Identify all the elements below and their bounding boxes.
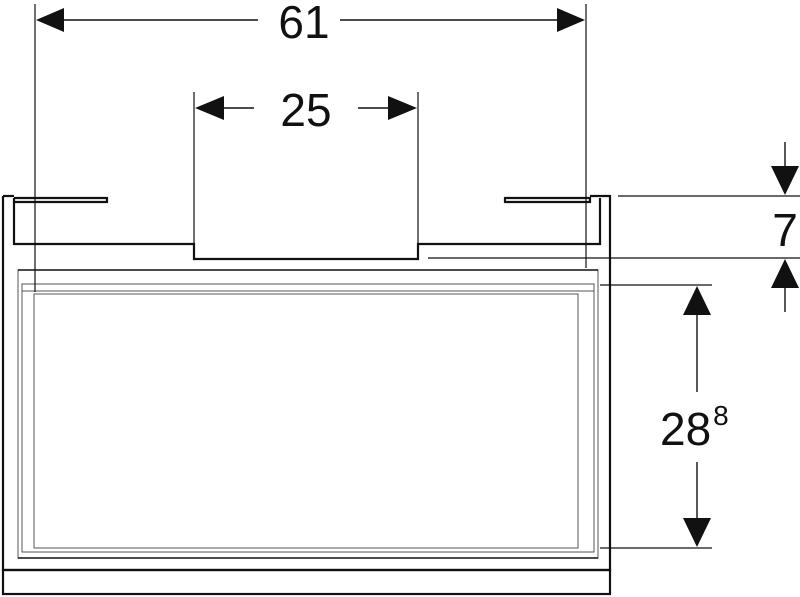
- drawer-front-outer: [21, 283, 595, 553]
- arrowhead-25-left: [195, 96, 224, 120]
- arrowhead-28-lower: [683, 518, 711, 547]
- dimension-top-height: [428, 142, 800, 312]
- cabinet-outline: [1, 194, 612, 596]
- dimension-label-drawer-height-main: 28: [660, 403, 711, 455]
- basin-rim-left: [14, 196, 109, 204]
- cabinet-inner-frame: [17, 269, 599, 559]
- dimension-label-overall-width: 61: [278, 0, 329, 48]
- worktop-outline: [1, 194, 612, 572]
- dimension-overall-width: [34, 4, 587, 292]
- arrowhead-61-right: [557, 8, 585, 32]
- arrowhead-61-left: [36, 8, 64, 32]
- arrowhead-7-upper: [771, 166, 799, 195]
- arrowhead-25-right: [388, 96, 417, 120]
- worktop-lower-edge: [12, 198, 602, 261]
- basin-rim-right: [503, 196, 592, 204]
- drawer-front-inner: [33, 293, 579, 549]
- dimension-label-cutout-width: 25: [280, 84, 331, 136]
- dimension-drawer-height: [600, 284, 712, 549]
- dimension-label-drawer-height-sup: 8: [713, 400, 729, 431]
- dimension-cutout-width: [193, 92, 419, 244]
- dimension-label-drawer-height: 288: [660, 400, 729, 455]
- arrowhead-7-lower: [771, 259, 799, 288]
- plinth-base: [1, 568, 612, 596]
- dimension-label-top-height: 7: [772, 204, 798, 256]
- arrowhead-28-upper: [683, 286, 711, 315]
